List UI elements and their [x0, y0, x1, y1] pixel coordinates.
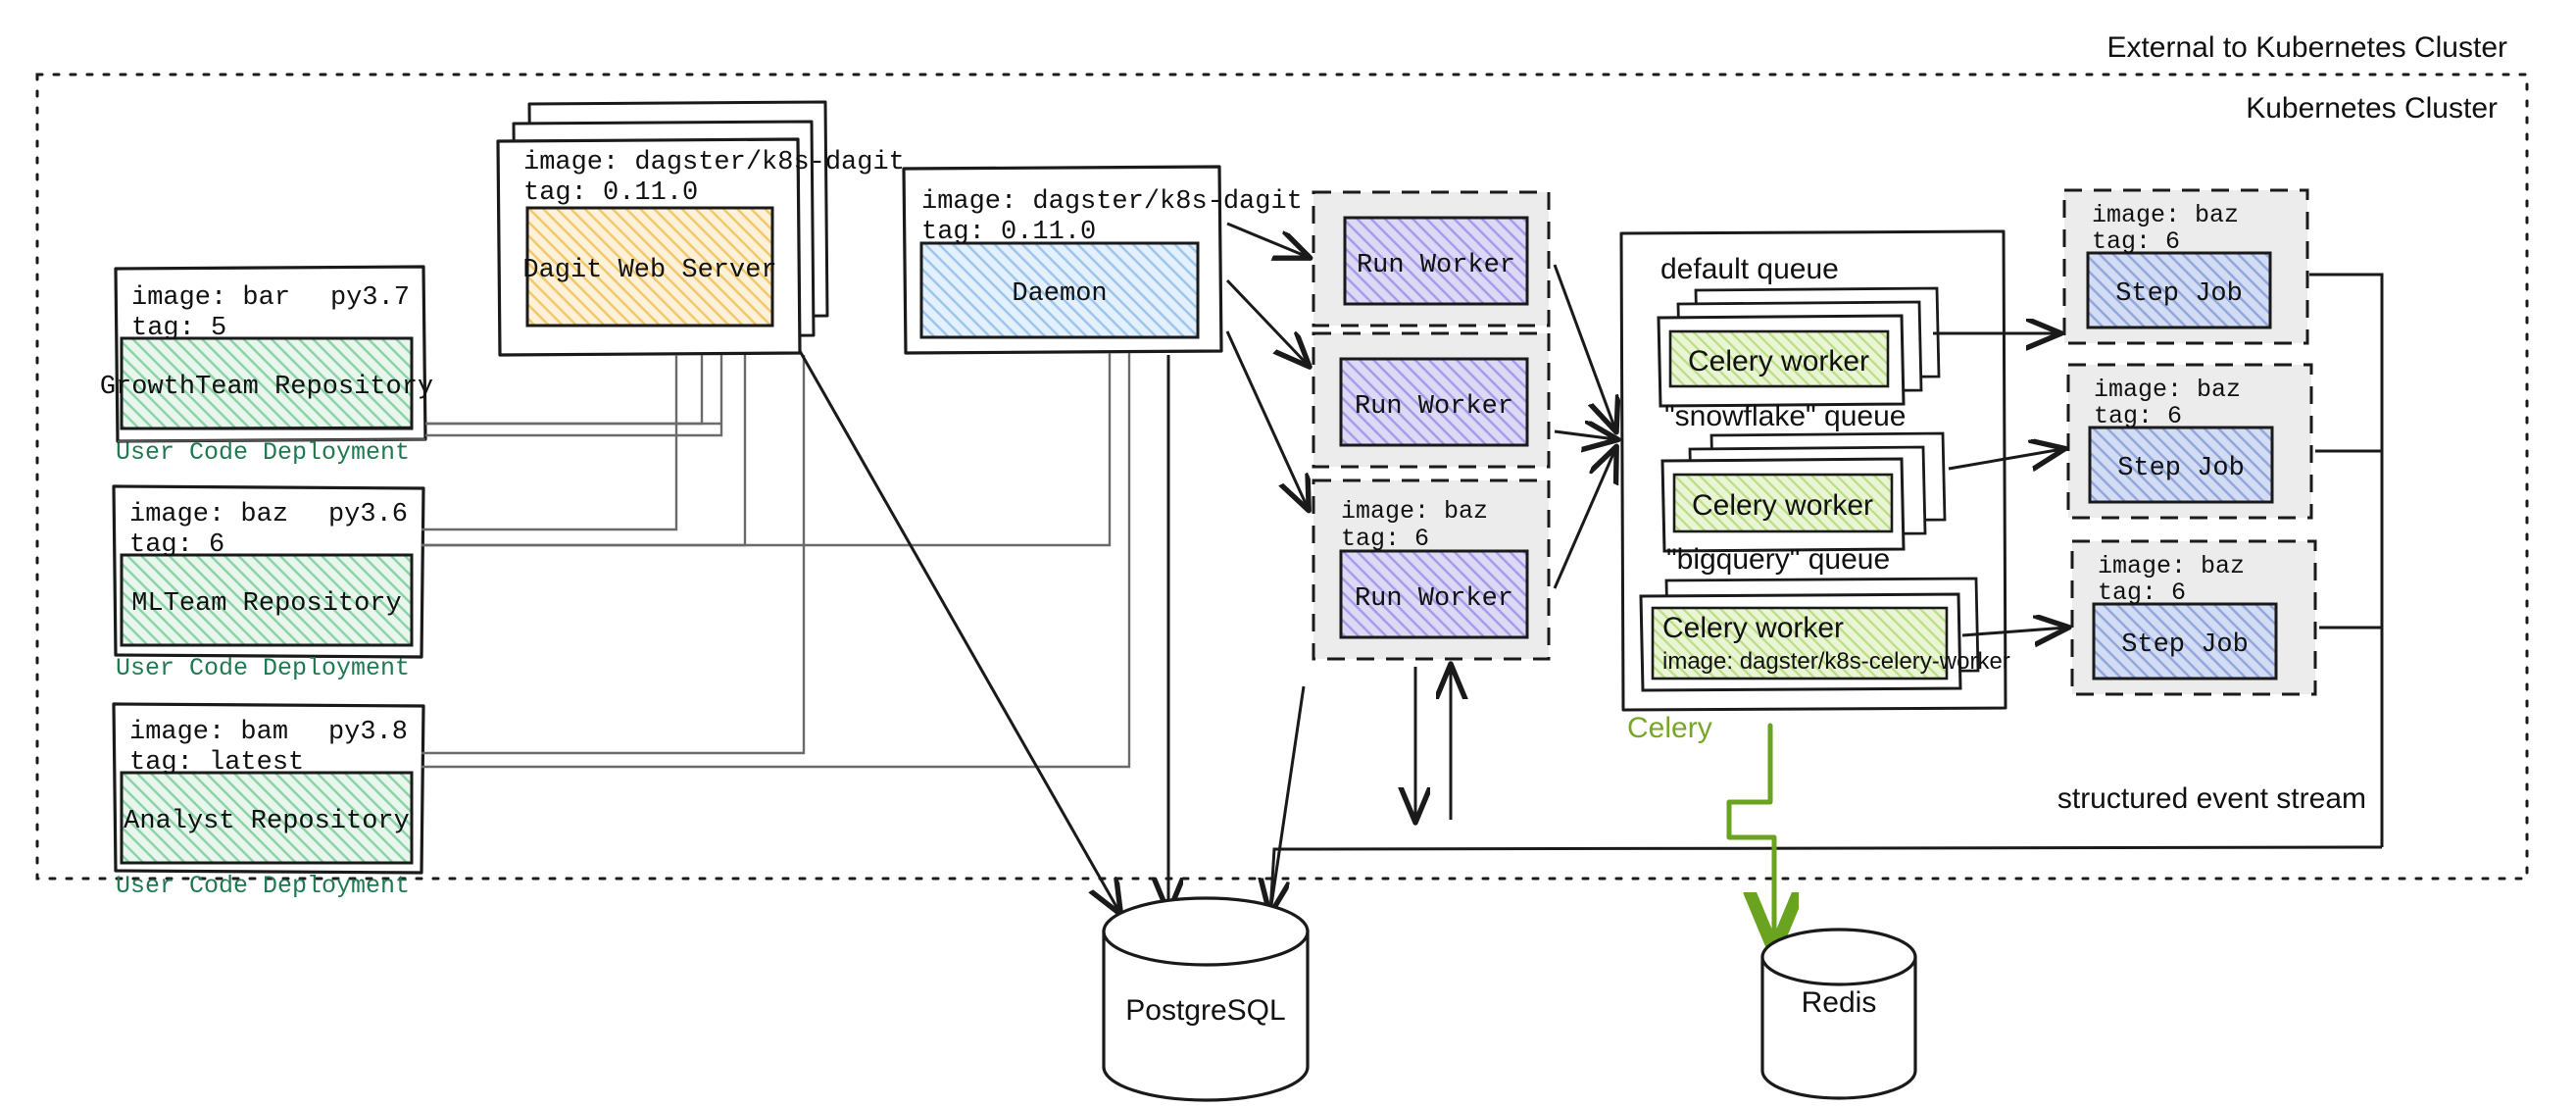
datastore-redis[interactable] [1760, 928, 1917, 1100]
analyst-deployment-caption: User Code Deployment [116, 872, 410, 900]
analyst-tag-line: tag: latest [129, 748, 304, 778]
growthteam-tag-line: tag: 5 [131, 314, 226, 343]
growthteam-repository-label: GrowthTeam Repository [100, 373, 433, 402]
step-job-pod-3[interactable] [2070, 539, 2317, 696]
analyst-image-line: image: bam [129, 718, 288, 747]
mlteam-tag-line: tag: 6 [129, 530, 224, 560]
datastore-postgresql[interactable] [1102, 896, 1310, 1102]
step-job-pod-2[interactable] [2066, 363, 2313, 520]
external-cluster-label: External to Kubernetes Cluster [2106, 31, 2507, 64]
edge-daemon-to-run-workers [1225, 222, 1308, 508]
dagit-tag-line: tag: 0.11.0 [523, 178, 698, 208]
step-job-1-image-line: image: baz [2092, 201, 2239, 229]
step-job-3-label: Step Job [2121, 630, 2249, 660]
daemon-label: Daemon [1012, 279, 1107, 309]
mlteam-python-version: py3.6 [328, 500, 408, 529]
kubernetes-cluster-label: Kubernetes Cluster [2246, 92, 2498, 125]
step-job-3-tag-line: tag: 6 [2098, 579, 2186, 607]
growthteam-python-version: py3.7 [330, 283, 410, 313]
dagit-web-server-pod[interactable] [496, 100, 829, 357]
default-queue-label: default queue [1660, 253, 1839, 285]
postgresql-label: PostgreSQL [1125, 994, 1285, 1027]
structured-event-stream-label: structured event stream [2057, 782, 2366, 815]
edge-repo-to-services [421, 353, 1131, 769]
celery-caption: Celery [1627, 712, 1712, 744]
run-worker-pod-1[interactable] [1312, 190, 1551, 327]
edge-repo-to-daemon-secondary [421, 353, 1112, 547]
user-code-deployment-growthteam[interactable] [114, 265, 427, 443]
step-job-2-label: Step Job [2117, 454, 2245, 483]
user-code-deployment-analyst[interactable] [112, 702, 425, 875]
step-job-1-label: Step Job [2115, 279, 2243, 309]
structured-event-stream-bus [1268, 273, 2384, 913]
dagit-image-line: image: dagster/k8s-dagit [523, 148, 905, 177]
run-worker-pod-3[interactable] [1312, 478, 1551, 661]
step-job-1-tag-line: tag: 6 [2092, 227, 2180, 256]
snowflake-queue-worker-label: Celery worker [1692, 489, 1873, 522]
celery-worker-snowflake-queue[interactable] [1660, 431, 1947, 553]
analyst-repository-label: Analyst Repository [124, 807, 410, 836]
snowflake-queue-label: "snowflake" queue [1664, 400, 1906, 432]
mlteam-image-line: image: baz [129, 500, 288, 529]
run-worker-3-label: Run Worker [1355, 584, 1513, 614]
redis-label: Redis [1802, 986, 1877, 1019]
mlteam-repository-label: MLTeam Repository [131, 589, 401, 619]
step-job-2-image-line: image: baz [2094, 376, 2241, 404]
run-worker-1-label: Run Worker [1357, 251, 1515, 280]
edge-celery-to-step-jobs [1933, 333, 2066, 635]
dagit-label: Dagit Web Server [522, 256, 776, 285]
run-worker-pod-2[interactable] [1312, 331, 1551, 469]
bigquery-queue-worker-label: Celery worker [1662, 612, 1844, 644]
daemon-image-line: image: dagster/k8s-dagit [921, 187, 1303, 217]
celery-worker-bigquery-queue[interactable] [1639, 577, 1980, 692]
edge-run-worker-event-stream [1415, 667, 1451, 820]
user-code-deployment-mlteam[interactable] [112, 484, 425, 659]
daemon-pod[interactable] [902, 165, 1223, 355]
step-job-3-image-line: image: baz [2098, 552, 2245, 580]
celery-worker-default-queue[interactable] [1657, 286, 1941, 408]
growthteam-image-line: image: bar [131, 283, 290, 313]
edge-services-to-postgres [798, 350, 1306, 912]
default-queue-worker-label: Celery worker [1688, 345, 1869, 378]
daemon-tag-line: tag: 0.11.0 [921, 218, 1096, 247]
bigquery-queue-label: "bigquery" queue [1666, 543, 1890, 576]
run-worker-3-tag-line: tag: 6 [1341, 525, 1429, 553]
bigquery-queue-worker-image: image: dagster/k8s-celery-worker [1662, 648, 2010, 675]
growthteam-deployment-caption: User Code Deployment [116, 438, 410, 467]
step-job-2-tag-line: tag: 6 [2094, 402, 2182, 430]
edge-celery-to-redis [1726, 723, 1774, 946]
step-job-pod-1[interactable] [2062, 188, 2309, 345]
analyst-python-version: py3.8 [328, 718, 408, 747]
edge-run-workers-to-celery [1553, 264, 1615, 589]
run-worker-2-label: Run Worker [1355, 392, 1513, 422]
run-worker-3-image-line: image: baz [1341, 497, 1488, 526]
mlteam-deployment-caption: User Code Deployment [116, 654, 410, 682]
